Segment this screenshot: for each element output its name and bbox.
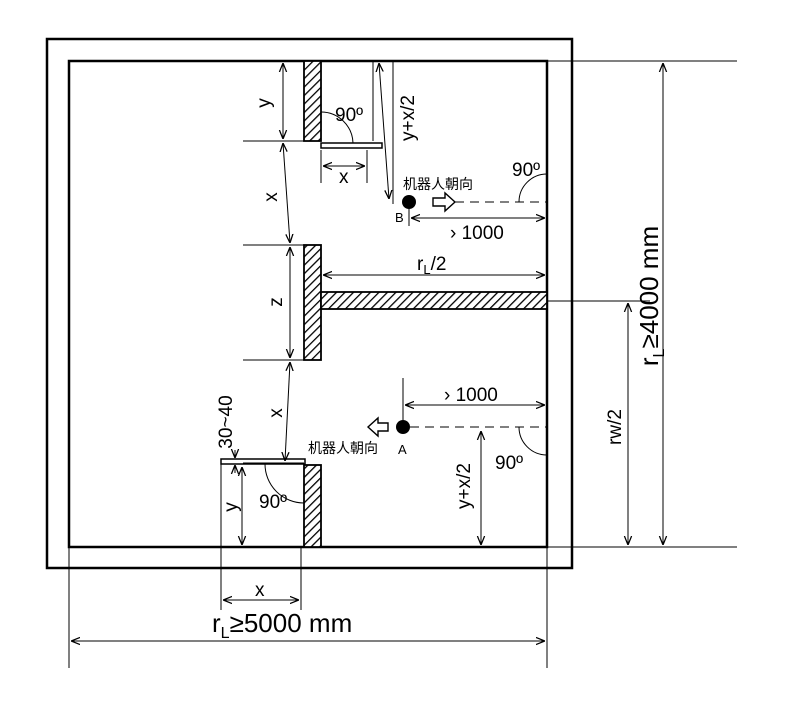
label-x-bottom: x	[255, 580, 265, 601]
wall-bottom	[303, 464, 322, 548]
label-point-b: B	[395, 210, 404, 225]
label-angle-top: 90º	[335, 105, 363, 126]
dim-yx2-top	[379, 63, 389, 199]
label-angle-right-upper: 90º	[512, 160, 540, 181]
plate-top	[320, 142, 383, 149]
wall-top	[303, 60, 322, 142]
arc-90-a	[518, 426, 548, 456]
label-angle-right-lower: 90º	[495, 453, 523, 474]
arc-90-bottom	[264, 463, 305, 504]
wall-middle-vertical	[303, 244, 322, 361]
robot-arrow-a-icon	[366, 416, 389, 438]
arc-90-top	[320, 111, 354, 144]
label-gt1000-upper: › 1000	[450, 223, 504, 244]
label-y-top: y	[254, 98, 275, 108]
wall-middle-horizontal	[320, 291, 548, 310]
plate-bottom	[220, 458, 306, 465]
label-yx2-top: y+x/2	[398, 95, 419, 141]
label-rl-height: rL≥4000 mm	[634, 226, 668, 366]
label-yx2-bottom: y+x/2	[454, 463, 475, 509]
label-z: z	[266, 297, 287, 307]
label-robot-dir-a: 机器人朝向	[308, 441, 378, 457]
left-extension-lines	[243, 140, 304, 464]
label-x-top: x	[339, 167, 349, 188]
label-point-a: A	[398, 442, 407, 457]
label-x-lower: x	[266, 408, 287, 418]
outer-frame	[45, 37, 574, 570]
label-y-bottom: y	[221, 502, 242, 512]
label-rl-half: rL/2	[417, 254, 446, 277]
label-rw-half: rw/2	[605, 409, 626, 445]
label-rl-width: rL≥5000 mm	[212, 608, 352, 642]
label-x-upper: x	[261, 192, 282, 202]
arc-90-b	[518, 173, 548, 203]
label-robot-dir-b: 机器人朝向	[403, 177, 473, 193]
robot-arrow-b-icon	[432, 191, 457, 213]
label-gt1000-lower: › 1000	[444, 385, 498, 406]
dim-x-upper	[283, 143, 290, 243]
point-a-marker	[396, 420, 410, 434]
dim-x-lower	[285, 362, 290, 461]
label-angle-bottom: 90º	[259, 492, 287, 513]
point-b-marker	[402, 195, 416, 209]
label-range-30-40: 30~40	[216, 395, 237, 448]
